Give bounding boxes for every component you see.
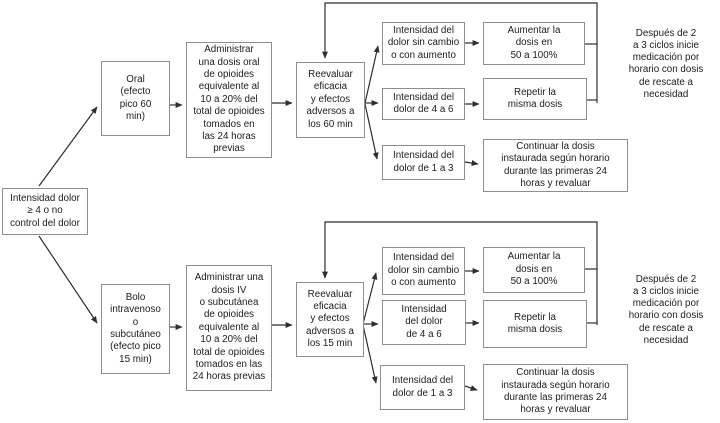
feedback-loop-bottom xyxy=(322,221,598,325)
pain-4-6-bottom-box: Intensidad del dolor de 4 a 6 xyxy=(382,300,466,345)
pain-no-change-top-box: Intensidad del dolor sin cambio o con au… xyxy=(382,22,465,65)
connector-reassess15-to-pain13 xyxy=(362,324,378,384)
connector-pain13-to-continue-top xyxy=(464,160,479,166)
connector-root-to-oral xyxy=(38,106,98,187)
pain-1-3-top-box: Intensidad del dolor de 1 a 3 xyxy=(382,145,465,180)
reassess-60min-box: Reevaluar eficacia y efectos adversos a … xyxy=(296,62,365,138)
connector-pain13-to-continue-bottom xyxy=(464,385,478,391)
administer-iv-dose-box: Administrar una dosis IV o subcutánea de… xyxy=(186,265,272,391)
reassess-15min-box: Reevaluar eficacia y efectos adversos a … xyxy=(296,282,364,357)
increase-dose-top-box: Aumentar la dosis en 50 a 100% xyxy=(483,22,585,65)
iv-bolus-route-box: Bolo intravenoso o subcutáneo (efecto pi… xyxy=(101,284,170,374)
administer-oral-dose-box: Administrar una dosis oral de opioides e… xyxy=(186,42,272,158)
continue-dose-bottom-box: Continuar la dosis instaurada según hora… xyxy=(483,364,628,420)
repeat-dose-top-box: Repetir la misma dosis xyxy=(483,78,587,120)
pain-intensity-root-box: Intensidad dolor ≥ 4 o no control del do… xyxy=(2,188,88,235)
connector-reassess60-to-nochange xyxy=(364,45,380,104)
pain-4-6-top-box: Intensidad del dolor de 4 a 6 xyxy=(382,88,465,120)
oral-route-box: Oral (efecto pico 60 min) xyxy=(101,61,170,136)
pain-no-change-bottom-box: Intensidad del dolor sin cambio o con au… xyxy=(382,247,465,295)
connector-reassess60-to-pain13 xyxy=(364,103,379,160)
continue-dose-top-box: Continuar la dosis instaurada según hora… xyxy=(483,139,628,192)
repeat-dose-bottom-box: Repetir la misma dosis xyxy=(483,300,587,348)
pain-1-3-bottom-box: Intensidad del dolor de 1 a 3 xyxy=(380,365,465,410)
increase-dose-bottom-box: Aumentar la dosis en 50 a 100% xyxy=(483,247,585,293)
cycle-note-top: Después de 2 a 3 ciclos inicie medicació… xyxy=(628,28,704,100)
cycle-note-bottom: Después de 2 a 3 ciclos inicie medicació… xyxy=(628,274,704,346)
connector-root-to-bolus xyxy=(38,235,98,324)
connector-reassess15-to-nochange xyxy=(362,272,378,325)
feedback-loop-top xyxy=(322,2,598,103)
